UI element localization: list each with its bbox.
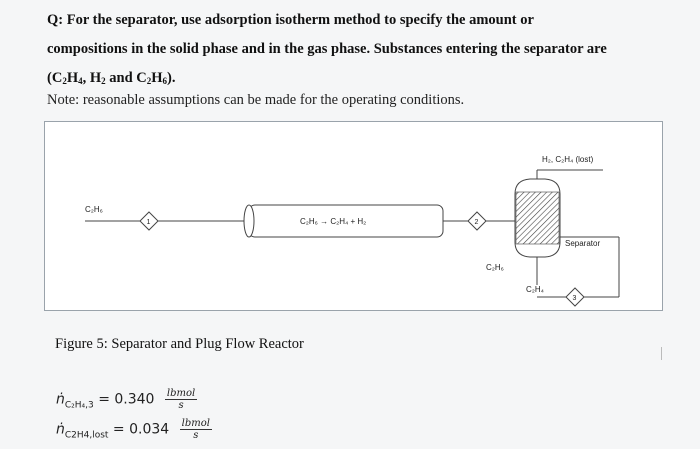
flow-subscript: C₂H₄,3	[64, 400, 94, 411]
separator-vessel	[514, 178, 561, 258]
process-diagram: C₂H₆ 1 C₂H₆ → C₂H₄ + H₂ 2 H	[44, 121, 663, 311]
top-outlet-label: H₂, C₂H₄ (lost)	[542, 155, 594, 164]
question-text: Q: For the separator, use adsorption iso…	[47, 6, 687, 93]
feed-label: C₂H₆	[85, 205, 103, 214]
text-cursor	[661, 347, 662, 360]
product-label: C₂H₄	[526, 285, 544, 294]
stream-1-label: 1	[147, 219, 151, 226]
separator-label: Separator	[565, 239, 600, 248]
flow-subscript: C2H4,lost	[64, 430, 109, 441]
stream-2-marker: 2	[467, 211, 487, 231]
question-line-2: compositions in the solid phase and in t…	[47, 41, 607, 57]
bottom-outlet-label: C₂H₆	[486, 263, 504, 272]
question-line-3: (C2H4, H2 and C2H6).	[47, 70, 176, 86]
stream-3-label: 3	[573, 295, 577, 302]
flow-symbol: ṅ	[56, 421, 65, 438]
stream-3-marker: 3	[565, 287, 585, 307]
stream-2-label: 2	[475, 219, 479, 226]
figure-caption: Figure 5: Separator and Plug Flow Reacto…	[55, 336, 304, 352]
flow-value: = 0.340	[98, 391, 155, 408]
stream-1-marker: 1	[139, 211, 159, 231]
reactor-reaction-label: C₂H₆ → C₂H₄ + H₂	[300, 217, 366, 226]
note-text: Note: reasonable assumptions can be made…	[47, 92, 465, 108]
question-line-1: Q: For the separator, use adsorption iso…	[47, 12, 534, 28]
flow-symbol: ṅ	[56, 391, 65, 408]
plug-flow-reactor: C₂H₆ → C₂H₄ + H₂	[243, 204, 444, 238]
flow-value: = 0.034	[112, 421, 170, 438]
